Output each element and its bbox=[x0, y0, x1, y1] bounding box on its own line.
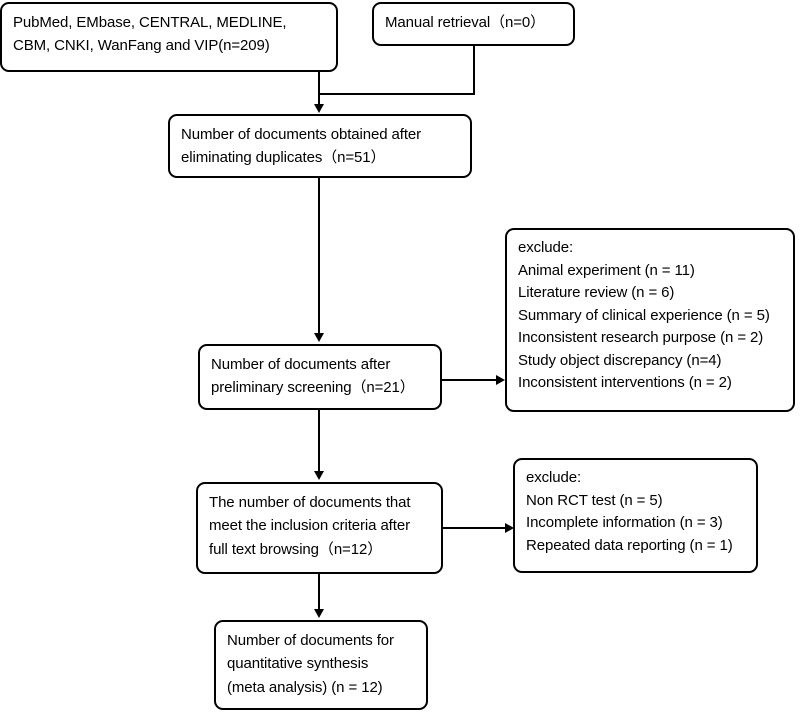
documents-for-quantitative-synthesis-box: Number of documents for quantitative syn… bbox=[214, 620, 428, 710]
arrowhead-to-preliminary-screening bbox=[314, 333, 324, 342]
arrowhead-to-final bbox=[314, 609, 324, 618]
connector-merge-horizontal bbox=[318, 93, 475, 95]
arrowhead-to-exclude-1 bbox=[496, 375, 505, 385]
arrowhead-to-fulltext bbox=[314, 471, 324, 480]
exclusions-after-preliminary-screening-box: exclude: Animal experiment (n = 11) Lite… bbox=[505, 228, 795, 412]
connector-dedup-to-preliminary bbox=[318, 178, 320, 335]
database-sources-box: PubMed, EMbase, CENTRAL, MEDLINE, CBM, C… bbox=[0, 2, 338, 72]
connector-fulltext-to-exclude-2 bbox=[443, 527, 506, 529]
arrowhead-to-exclude-2 bbox=[505, 523, 514, 533]
connector-preliminary-to-fulltext bbox=[318, 410, 320, 472]
documents-after-preliminary-screening-box: Number of documents after preliminary sc… bbox=[198, 344, 442, 410]
arrowhead-to-deduplication bbox=[314, 104, 324, 113]
connector-sources-down bbox=[318, 72, 320, 95]
connector-fulltext-to-final bbox=[318, 574, 320, 610]
documents-meeting-inclusion-criteria-box: The number of documents that meet the in… bbox=[196, 482, 443, 574]
connector-merge-down bbox=[318, 93, 320, 106]
connector-manual-down bbox=[473, 46, 475, 95]
manual-retrieval-box: Manual retrieval（n=0） bbox=[372, 2, 575, 46]
documents-after-deduplication-box: Number of documents obtained after elimi… bbox=[168, 114, 472, 178]
connector-preliminary-to-exclude-1 bbox=[442, 379, 497, 381]
exclusions-after-full-text-review-box: exclude: Non RCT test (n = 5) Incomplete… bbox=[513, 458, 758, 573]
